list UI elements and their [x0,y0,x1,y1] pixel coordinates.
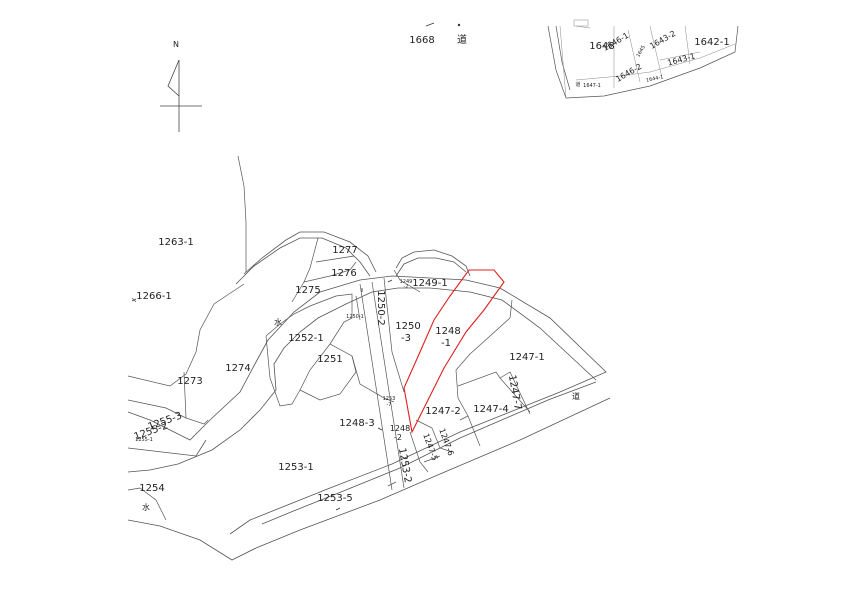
lot-label: 1248-3 [339,418,374,429]
highlighted-parcel-1248-1 [403,269,505,434]
lot-label: 1263-1 [158,237,193,248]
lot-label: 1249-1 [412,278,447,289]
lot-label: 1250 [395,321,420,332]
road-label: 道 [575,81,580,88]
lot-label: 1643-2 [648,29,677,51]
lot-label: 1253-5 [317,493,352,504]
parcel-boundaries [127,155,611,561]
lot-label: 1253-1 [278,462,313,473]
lot-label: 1247-5 [421,432,439,462]
road-label: 道 [457,33,467,46]
lot-label: 1645 [635,44,647,58]
lot-label: 1276 [331,268,356,279]
lot-label: 1644-1 [646,74,665,84]
lot-label: 1646-1 [601,31,630,53]
lot-label: 1642-1 [694,37,729,48]
lot-label: 1266-1 [136,291,171,302]
lot-label: -7 [387,402,392,408]
lot-label: 1247-2 [425,406,460,417]
lot-label: 1277 [332,245,357,256]
lot-label: 1253 [383,396,396,402]
top-road-area: 1668 道 [409,22,467,46]
lot-label: 1273 [177,376,202,387]
lot-label: 1275 [295,285,320,296]
lot-label: 1252-1 [288,333,323,344]
lot-label: 1668 [409,35,434,46]
lot-label: 1247-1 [509,352,544,363]
lot-label: -2 [404,284,409,290]
lot-label: -1 [441,338,451,349]
compass-label: N [173,40,179,49]
lot-label: 1253-2 [396,447,413,484]
lot-label: 1647-1 [583,83,601,89]
lot-label: 1251 [317,354,342,365]
lot-label: 1247-4 [473,404,508,415]
lot-label: 1643-1 [666,52,696,68]
lot-label: 1249 [400,279,413,285]
north-arrow-icon: N [160,40,202,132]
lot-label: 1648 [589,41,614,52]
top-right-parcels: 1648 1646-1 1646-2 1643-2 1642-1 1643-1 … [547,19,739,99]
lot-label: 1248 [435,326,460,337]
lot-label: 1250-2 [375,290,386,325]
lot-labels: 1263-1 1266-1 1277 1276 1275 1249-1 1249… [133,237,580,512]
lot-label: -2 [394,433,402,442]
road-label: 道 [572,391,580,401]
water-label: 水 [142,502,150,512]
lot-label: 1247-6 [437,427,455,457]
water-label: 水 [274,317,282,327]
lot-label: 1248 [390,424,410,433]
survey-markers [131,279,393,511]
lot-label: 1274 [225,363,250,374]
lot-label: -3 [401,333,411,344]
lot-label: 1250-1 [346,314,364,320]
lot-label: 1646-2 [614,62,643,84]
lot-label: 1254 [139,483,164,494]
lot-label: 1255-1 [135,437,153,443]
